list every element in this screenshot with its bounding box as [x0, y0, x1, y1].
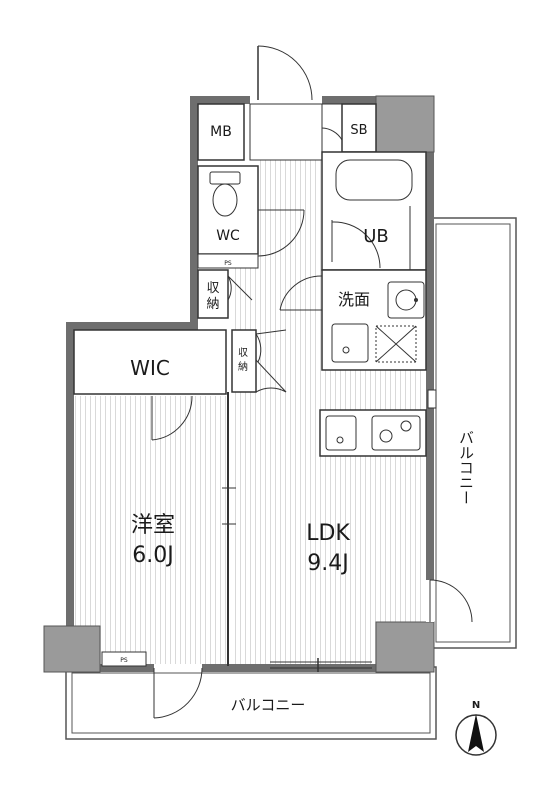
storage-1: [197, 269, 253, 319]
storage-1-label-1: 収: [206, 281, 219, 296]
ldk-size: 9.4J: [307, 551, 348, 576]
sb-label: SB: [350, 123, 367, 138]
storage-2-label-2: 納: [238, 360, 248, 373]
east-window-frame: [427, 389, 437, 409]
mb-closet: [197, 103, 245, 161]
east-balcony-door: [426, 579, 473, 623]
balcony-south: [65, 666, 437, 740]
pillars: [43, 95, 435, 673]
balcony-east: [429, 217, 517, 649]
wc-room: [197, 165, 305, 269]
sb-closet: [341, 103, 377, 153]
ps-bottom-label: PS: [120, 657, 128, 664]
south-sliding-door: [270, 658, 372, 672]
ldk-name: LDK: [306, 521, 350, 546]
mb-label: MB: [210, 124, 232, 140]
walk-in-closet: [73, 329, 227, 441]
partition-wall: [222, 392, 236, 666]
hallway-floor: [258, 160, 324, 400]
washroom-label: 洗面: [338, 290, 370, 309]
storage-2: [231, 329, 287, 393]
wic-label: WIC: [130, 356, 170, 380]
western-room-size: 6.0J: [132, 543, 173, 568]
ps-bottom-box: [101, 651, 147, 667]
western-room-floor: [75, 396, 226, 666]
storage-2-label-1: 収: [238, 347, 248, 359]
compass-label: N: [472, 700, 480, 711]
storage-1-label-2: 納: [206, 297, 219, 312]
washroom: [279, 269, 427, 371]
bathroom: [321, 151, 427, 271]
western-room-name: 洋室: [131, 513, 175, 538]
kitchen-counter: [319, 409, 427, 457]
ps-top-label: PS: [224, 260, 232, 267]
sb-door-swing: [321, 127, 343, 141]
south-balcony-door: [153, 664, 203, 719]
north-compass-icon: N: [455, 700, 497, 756]
south-balcony-label: バルコニー: [231, 696, 306, 714]
wc-label: WC: [216, 228, 240, 244]
entrance: [249, 45, 343, 161]
east-balcony-label: バルコニー: [457, 430, 475, 505]
ub-label: UB: [363, 226, 389, 247]
